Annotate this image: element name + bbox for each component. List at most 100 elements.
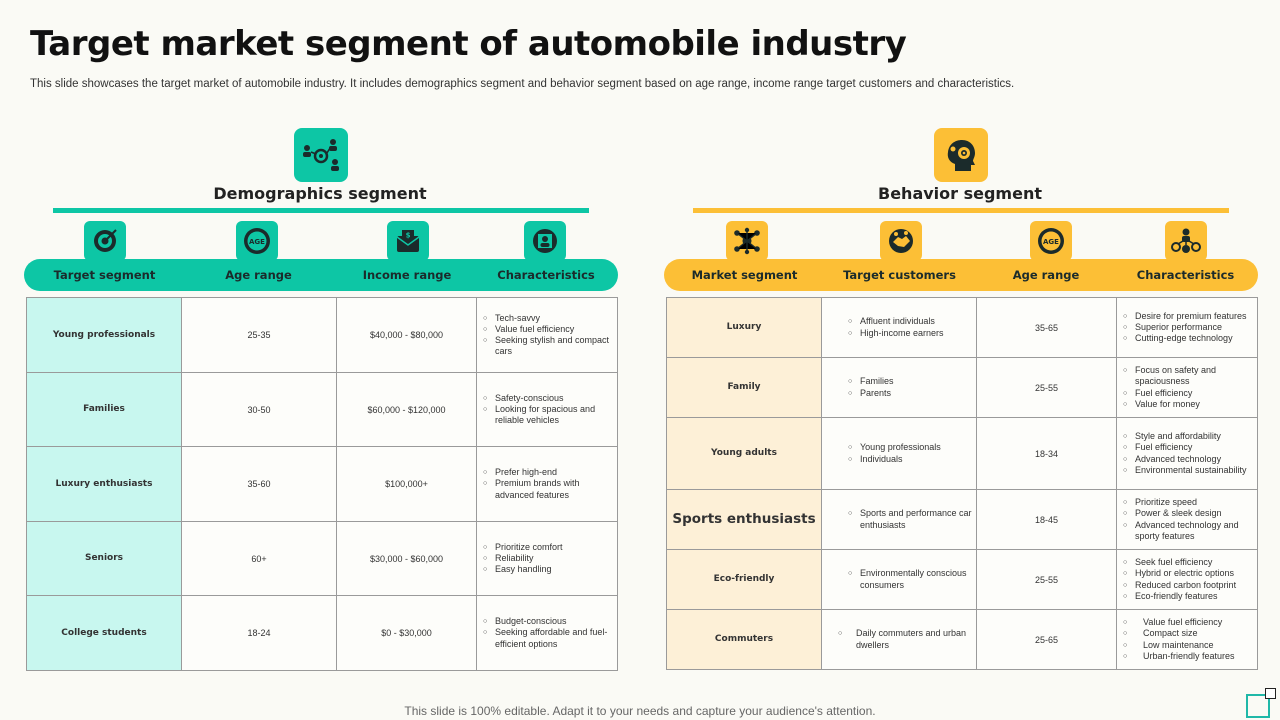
characteristics-cell: Safety-conscious Looking for spacious an… bbox=[476, 372, 618, 447]
svg-text:AGE: AGE bbox=[1043, 238, 1059, 246]
handshake-icon bbox=[880, 221, 922, 261]
characteristics-cell: Prioritize comfort Reliability Easy hand… bbox=[476, 521, 618, 596]
list-item: Eco-friendly features bbox=[1123, 591, 1253, 602]
table-row: Sports enthusiasts Sports and performanc… bbox=[666, 489, 1258, 550]
list-item: Looking for spacious and reliable vehicl… bbox=[483, 404, 613, 426]
list-item: Advanced technology bbox=[1123, 454, 1253, 465]
table-row: Seniors 60+ $30,000 - $60,000 Prioritize… bbox=[26, 521, 618, 596]
col-header-income-range: Income range bbox=[362, 268, 452, 282]
age-range-value: 25-55 bbox=[976, 357, 1117, 418]
characteristics-cell: Budget-conscious Seeking affordable and … bbox=[476, 595, 618, 671]
segment-name: Sports enthusiasts bbox=[666, 489, 822, 550]
money-envelope-icon: $ bbox=[387, 221, 429, 261]
svg-text:$: $ bbox=[406, 232, 411, 240]
list-item: Value for money bbox=[1123, 399, 1253, 410]
target-icon bbox=[84, 221, 126, 261]
behavior-table: Luxury Affluent individuals High-income … bbox=[666, 297, 1258, 670]
segment-name: Eco-friendly bbox=[666, 549, 822, 610]
list-item: Environmentally conscious consumers bbox=[848, 568, 972, 590]
slide-footer: This slide is 100% editable. Adapt it to… bbox=[404, 704, 876, 718]
col-header-characteristics: Characteristics bbox=[497, 268, 595, 282]
characteristics-cell: Prioritize speed Power & sleek design Ad… bbox=[1116, 489, 1258, 550]
list-item: Focus on safety and spaciousness bbox=[1123, 365, 1253, 387]
age-range-value: 35-65 bbox=[976, 297, 1117, 358]
slide-title: Target market segment of automobile indu… bbox=[30, 24, 907, 64]
characteristics-cell: Desire for premium features Superior per… bbox=[1116, 297, 1258, 358]
income-range-value: $0 - $30,000 bbox=[336, 595, 477, 671]
list-item: Cutting-edge technology bbox=[1123, 333, 1253, 344]
behavior-header-bar bbox=[664, 259, 1258, 291]
col-header-target-segment: Target segment bbox=[53, 268, 156, 282]
segment-name: Commuters bbox=[666, 609, 822, 670]
list-item: Compact size bbox=[1123, 628, 1253, 639]
segment-name: Families bbox=[26, 372, 182, 447]
segment-name: Family bbox=[666, 357, 822, 418]
characteristics-cell: Prefer high-end Premium brands with adva… bbox=[476, 446, 618, 522]
demographics-heading: Demographics segment bbox=[213, 184, 427, 203]
list-item: Individuals bbox=[848, 454, 972, 465]
table-row: Luxury enthusiasts 35-60 $100,000+ Prefe… bbox=[26, 446, 618, 522]
table-row: Eco-friendly Environmentally conscious c… bbox=[666, 549, 1258, 610]
segment-name: Seniors bbox=[26, 521, 182, 596]
list-item: Tech-savvy bbox=[483, 313, 613, 324]
target-customers-cell: Affluent individuals High-income earners bbox=[821, 297, 977, 358]
behavior-heading: Behavior segment bbox=[878, 184, 1042, 203]
target-customers-cell: Families Parents bbox=[821, 357, 977, 418]
head-gears-icon bbox=[934, 128, 988, 182]
age-range-value: 25-65 bbox=[976, 609, 1117, 670]
demographics-header-bar bbox=[24, 259, 618, 291]
list-item: Affluent individuals bbox=[848, 316, 972, 327]
list-item: Parents bbox=[848, 388, 972, 399]
characteristics-cell: Focus on safety and spaciousness Fuel ef… bbox=[1116, 357, 1258, 418]
list-item: Advanced technology and sporty features bbox=[1123, 520, 1253, 542]
slide-subtitle: This slide showcases the target market o… bbox=[30, 78, 1015, 90]
list-item: Fuel efficiency bbox=[1123, 442, 1253, 453]
resize-handle-outer[interactable] bbox=[1246, 694, 1270, 718]
list-item: Sports and performance car enthusiasts bbox=[848, 508, 972, 530]
list-item: Value fuel efficiency bbox=[483, 324, 613, 335]
age-range-value: 25-55 bbox=[976, 549, 1117, 610]
list-item: Budget-conscious bbox=[483, 616, 613, 627]
demographics-table: Young professionals 25-35 $40,000 - $80,… bbox=[26, 297, 618, 671]
table-row: Commuters Daily commuters and urban dwel… bbox=[666, 609, 1258, 670]
person-connections-icon bbox=[1165, 221, 1207, 261]
list-item: Daily commuters and urban dwellers bbox=[838, 628, 972, 650]
demographics-rule bbox=[53, 208, 589, 213]
list-item: Easy handling bbox=[483, 564, 613, 575]
characteristics-cell: Tech-savvy Value fuel efficiency Seeking… bbox=[476, 297, 618, 373]
list-item: Reduced carbon footprint bbox=[1123, 580, 1253, 591]
segment-name: Young professionals bbox=[26, 297, 182, 373]
list-item: Power & sleek design bbox=[1123, 508, 1253, 519]
list-item: Seeking stylish and compact cars bbox=[483, 335, 613, 357]
behavior-rule bbox=[693, 208, 1229, 213]
segment-name: Luxury enthusiasts bbox=[26, 446, 182, 522]
target-customers-cell: Daily commuters and urban dwellers bbox=[821, 609, 977, 670]
table-row: College students 18-24 $0 - $30,000 Budg… bbox=[26, 595, 618, 671]
resize-handle-inner[interactable] bbox=[1265, 688, 1276, 699]
table-row: Family Families Parents 25-55 Focus on s… bbox=[666, 357, 1258, 418]
segment-name: College students bbox=[26, 595, 182, 671]
income-range-value: $40,000 - $80,000 bbox=[336, 297, 477, 373]
list-item: Environmental sustainability bbox=[1123, 465, 1253, 476]
list-item: Seeking affordable and fuel-efficient op… bbox=[483, 627, 613, 649]
table-row: Luxury Affluent individuals High-income … bbox=[666, 297, 1258, 358]
characteristics-cell: Style and affordability Fuel efficiency … bbox=[1116, 417, 1258, 490]
list-item: Safety-conscious bbox=[483, 393, 613, 404]
age-range-value: 25-35 bbox=[181, 297, 337, 373]
age-range-value: 18-45 bbox=[976, 489, 1117, 550]
income-range-value: $60,000 - $120,000 bbox=[336, 372, 477, 447]
list-item: Young professionals bbox=[848, 442, 972, 453]
segment-name: Luxury bbox=[666, 297, 822, 358]
list-item: Value fuel efficiency bbox=[1123, 617, 1253, 628]
beh-col-header-characteristics: Characteristics bbox=[1136, 268, 1235, 282]
col-header-age-range: Age range bbox=[225, 268, 292, 282]
income-range-value: $30,000 - $60,000 bbox=[336, 521, 477, 596]
list-item: Low maintenance bbox=[1123, 640, 1253, 651]
beh-col-header-age-range: Age range bbox=[1012, 268, 1080, 282]
segment-name: Young adults bbox=[666, 417, 822, 490]
age-badge-icon: AGE bbox=[1030, 221, 1072, 261]
list-item: Style and affordability bbox=[1123, 431, 1253, 442]
age-badge-icon: AGE bbox=[236, 221, 278, 261]
list-item: Seek fuel efficiency bbox=[1123, 557, 1253, 568]
profile-frame-icon bbox=[524, 221, 566, 261]
